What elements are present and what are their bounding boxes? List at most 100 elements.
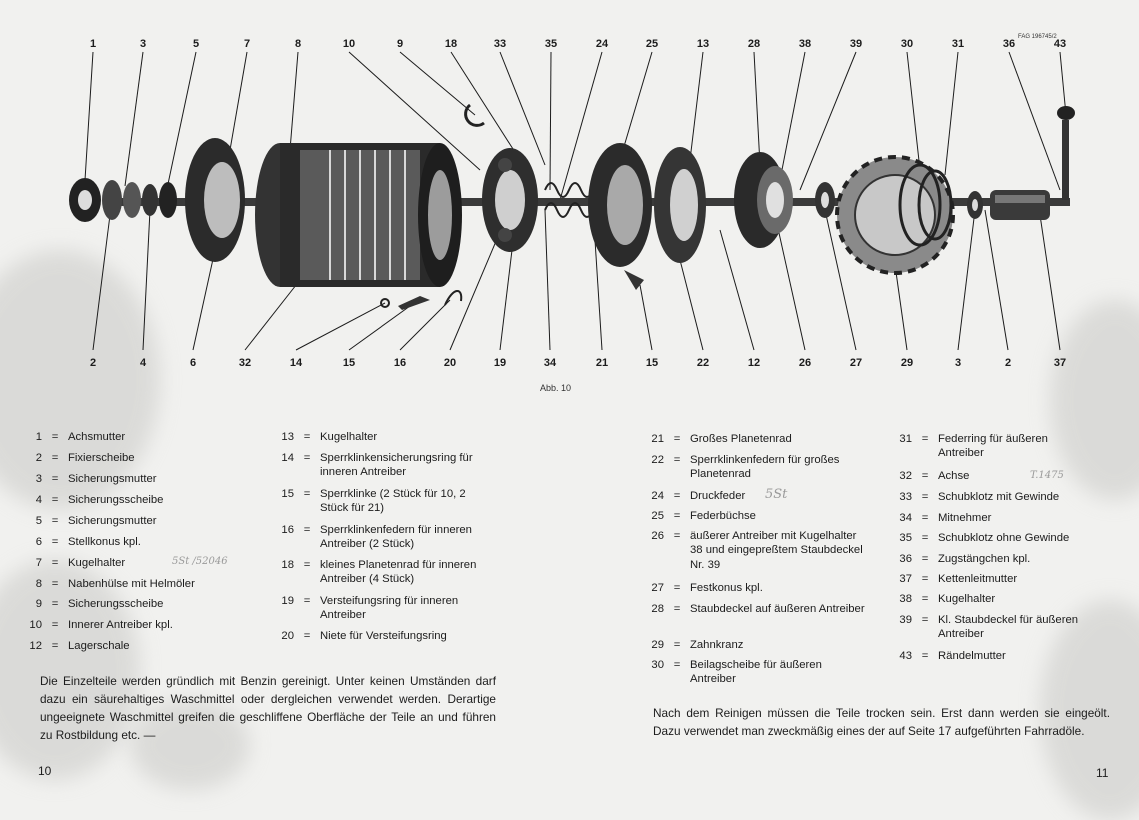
leader-line [348, 305, 411, 351]
part-callout: 2 [90, 357, 96, 369]
legend-item: 30=Beilagscheibe für äußeren Antreiber [640, 658, 870, 687]
legend-number: 18 [281, 559, 294, 571]
legend-item: 24=Druckfeder [640, 489, 870, 503]
handwritten-note: T.1475 [1030, 470, 1064, 481]
legend-text: Sperrklinkenfedern für inneren Antreiber… [320, 524, 472, 551]
legend-item: 18=kleines Planetenrad für inneren Antre… [270, 558, 490, 587]
adjusting-cone [185, 138, 245, 262]
legend-equals: = [673, 530, 681, 542]
leader-line [719, 229, 755, 351]
legend-text: Federbüchse [690, 510, 756, 522]
part-callout: 8 [295, 38, 301, 50]
legend-number: 8 [35, 578, 42, 590]
part-callout: 10 [343, 38, 355, 50]
legend-equals: = [51, 619, 59, 631]
part-callout: 37 [1054, 357, 1066, 369]
leader-line [894, 264, 908, 351]
legend-number: 16 [281, 524, 294, 536]
legend-equals: = [673, 490, 681, 502]
leader-line [92, 214, 111, 351]
part-callout: 1 [90, 38, 96, 50]
part-callout: 3 [955, 357, 961, 369]
small-parts [380, 103, 644, 310]
legend-equals: = [673, 433, 681, 445]
legend-number: 22 [651, 454, 664, 466]
leader-line [499, 51, 546, 166]
legend-equals: = [51, 640, 59, 652]
leader-line [559, 51, 603, 201]
part-callout: 21 [596, 357, 608, 369]
pressure-spring [544, 182, 594, 218]
leader-line [124, 51, 144, 187]
legend-item: 34=Mitnehmer [888, 511, 1088, 525]
legend-number: 43 [899, 650, 912, 662]
legend-text: Lagerschale [68, 640, 130, 652]
legend-number: 6 [35, 536, 42, 548]
part-callout: 26 [799, 357, 811, 369]
large-planet-gear [588, 143, 706, 267]
leader-line [679, 259, 704, 351]
legend-number: 9 [35, 598, 42, 610]
leader-line [289, 51, 299, 151]
legend-equals: = [921, 553, 929, 565]
legend-text: Kettenleitmutter [938, 573, 1018, 585]
legend-item: 32=Achse [888, 469, 1088, 483]
leader-line [1059, 51, 1067, 116]
handwritten-note: 5St /52046 [172, 556, 228, 567]
legend-text: Sperrklinke (2 Stück für 10, 2 Stück für… [320, 488, 466, 515]
part-callout: 29 [901, 357, 913, 369]
legend-text: Zahnkranz [690, 639, 744, 651]
legend-number: 33 [899, 491, 912, 503]
legend-number: 39 [899, 614, 912, 626]
legend-text: Federring für äußeren Antreiber [938, 433, 1048, 460]
figure-code: FAG 196745/2 [1018, 34, 1057, 40]
leader-line [779, 51, 806, 181]
legend-number: 31 [899, 433, 912, 445]
legend-number: 10 [29, 619, 42, 631]
legend-text: Kl. Staubdeckel für äußeren Antreiber [938, 614, 1079, 641]
legend-equals: = [51, 578, 59, 590]
part-callout: 15 [343, 357, 355, 369]
legend-item: 4=Sicherungsscheibe [18, 493, 258, 507]
legend-item: 7=Kugelhalter [18, 556, 258, 570]
legend-item: 27=Festkonus kpl. [640, 581, 870, 595]
part-callout: 38 [799, 38, 811, 50]
legend-text: Schubklotz ohne Gewinde [938, 532, 1070, 544]
legend-text: Stellkonus kpl. [68, 536, 141, 548]
part-callout: 16 [394, 357, 406, 369]
fixed-cone [815, 182, 835, 218]
legend-equals: = [51, 515, 59, 527]
legend-equals: = [673, 454, 681, 466]
legend-number: 5 [35, 515, 42, 527]
legend-equals: = [51, 431, 59, 443]
legend-text: Mitnehmer [938, 512, 992, 524]
legend-text: Druckfeder [690, 490, 746, 502]
legend-text: Nabenhülse mit Helmöler [68, 578, 195, 590]
legend-equals: = [921, 593, 929, 605]
legend-equals: = [673, 510, 681, 522]
part-callout: 13 [697, 38, 709, 50]
part-callout: 36 [1003, 38, 1015, 50]
part-callout: 30 [901, 38, 913, 50]
legend-item: 15=Sperrklinke (2 Stück für 10, 2 Stück … [270, 487, 490, 516]
leader-line [639, 284, 653, 351]
legend-text: Kugelhalter [320, 431, 378, 443]
legend-text: Sicherungsmutter [68, 515, 157, 527]
legend-item: 19=Versteifungsring für inneren Antreibe… [270, 594, 490, 623]
legend-equals: = [921, 532, 929, 544]
legend-item: 33=Schubklotz mit Gewinde [888, 490, 1088, 504]
legend-text: Versteifungsring für inneren Antreiber [320, 595, 459, 622]
chain-guide-nut [990, 190, 1050, 220]
legend-item: 3=Sicherungsmutter [18, 472, 258, 486]
lock-washers [102, 180, 177, 220]
leader-line [399, 299, 451, 351]
leader-line [192, 249, 216, 351]
legend-item: 5 = Sicherungsmutter [18, 514, 258, 528]
legend-item: 36=Zugstängchen kpl. [888, 552, 1088, 566]
part-callout: 32 [239, 357, 251, 369]
pull-rod [1057, 106, 1075, 200]
legend-text: Innerer Antreiber kpl. [68, 619, 173, 631]
legend-equals: = [673, 603, 681, 615]
legend-item: 22=Sperrklinkenfedern für großes Planete… [640, 453, 870, 482]
